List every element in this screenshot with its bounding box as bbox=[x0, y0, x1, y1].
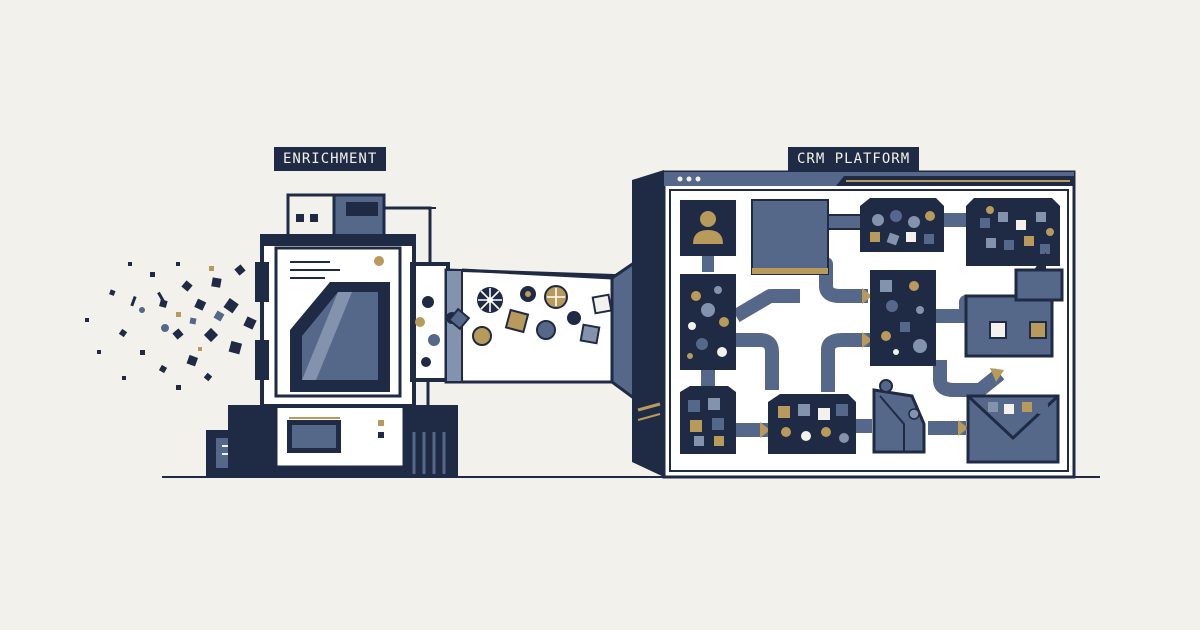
gem-icon bbox=[544, 285, 568, 309]
gem-icon bbox=[477, 287, 503, 313]
bin-icon bbox=[966, 394, 1060, 464]
gem-container bbox=[680, 274, 736, 370]
gem-container bbox=[768, 394, 856, 454]
cube-icon bbox=[964, 252, 1064, 358]
funnel-tube bbox=[444, 250, 662, 412]
raw-data-fragments bbox=[85, 262, 257, 390]
bin-icon bbox=[872, 379, 926, 454]
gem-container bbox=[966, 198, 1060, 266]
gem-container bbox=[870, 270, 936, 366]
gem-container bbox=[860, 198, 944, 252]
person-icon bbox=[680, 200, 736, 256]
crm-window bbox=[632, 170, 1076, 479]
crm-platform-label: CRM PLATFORM bbox=[788, 147, 920, 171]
gem-container bbox=[680, 386, 736, 454]
enrichment-machine bbox=[206, 193, 458, 477]
enrichment-label: ENRICHMENT bbox=[274, 147, 387, 171]
